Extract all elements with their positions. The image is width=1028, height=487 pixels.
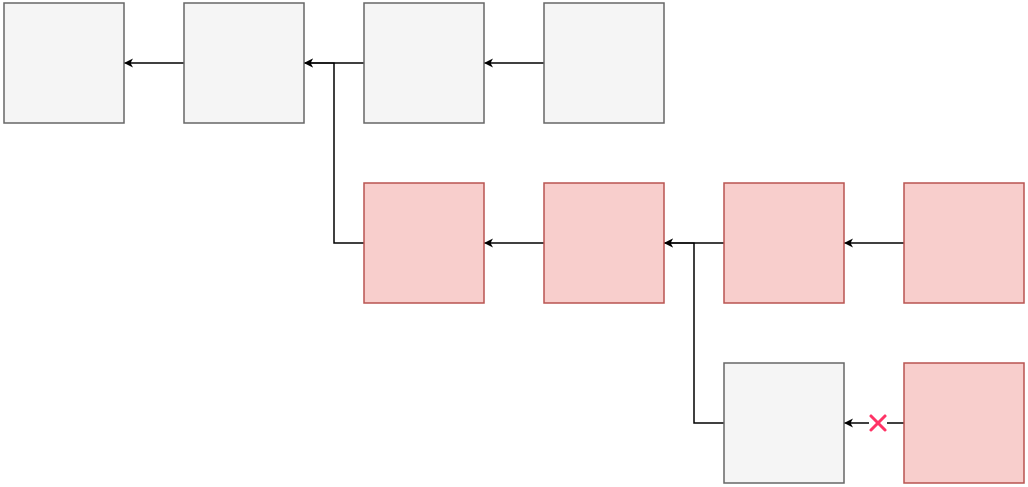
nodes-layer xyxy=(3,2,1025,484)
node-g2-grey xyxy=(183,2,305,124)
node-r1-red xyxy=(363,182,485,304)
markers-layer xyxy=(869,414,887,432)
node-g4-grey xyxy=(543,2,665,124)
cross-icon xyxy=(869,414,887,432)
edge-r1-to-g2 xyxy=(304,58,364,244)
node-r3-red xyxy=(723,182,845,304)
node-g5-grey xyxy=(723,362,845,484)
node-r4-red xyxy=(903,182,1025,304)
node-g3-grey xyxy=(363,2,485,124)
node-r5-red xyxy=(903,362,1025,484)
node-g1-grey xyxy=(3,2,125,124)
node-r2-red xyxy=(543,182,665,304)
edge-g5-to-r2 xyxy=(664,238,724,424)
